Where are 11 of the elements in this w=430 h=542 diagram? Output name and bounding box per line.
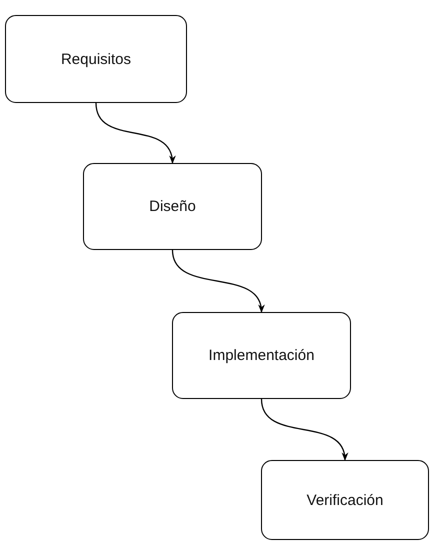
box-label: Diseño bbox=[149, 198, 196, 215]
box-label: Implementación bbox=[208, 347, 314, 364]
process-box bbox=[172, 312, 351, 399]
curved-arrow bbox=[260, 398, 348, 461]
curved-arrow bbox=[95, 102, 175, 164]
process-box bbox=[261, 460, 429, 540]
box-label: Requisitos bbox=[60, 50, 132, 68]
box-label: Verificación bbox=[306, 492, 384, 508]
curved-arrow bbox=[172, 250, 264, 313]
process-box bbox=[5, 15, 187, 103]
process-box bbox=[83, 163, 262, 250]
